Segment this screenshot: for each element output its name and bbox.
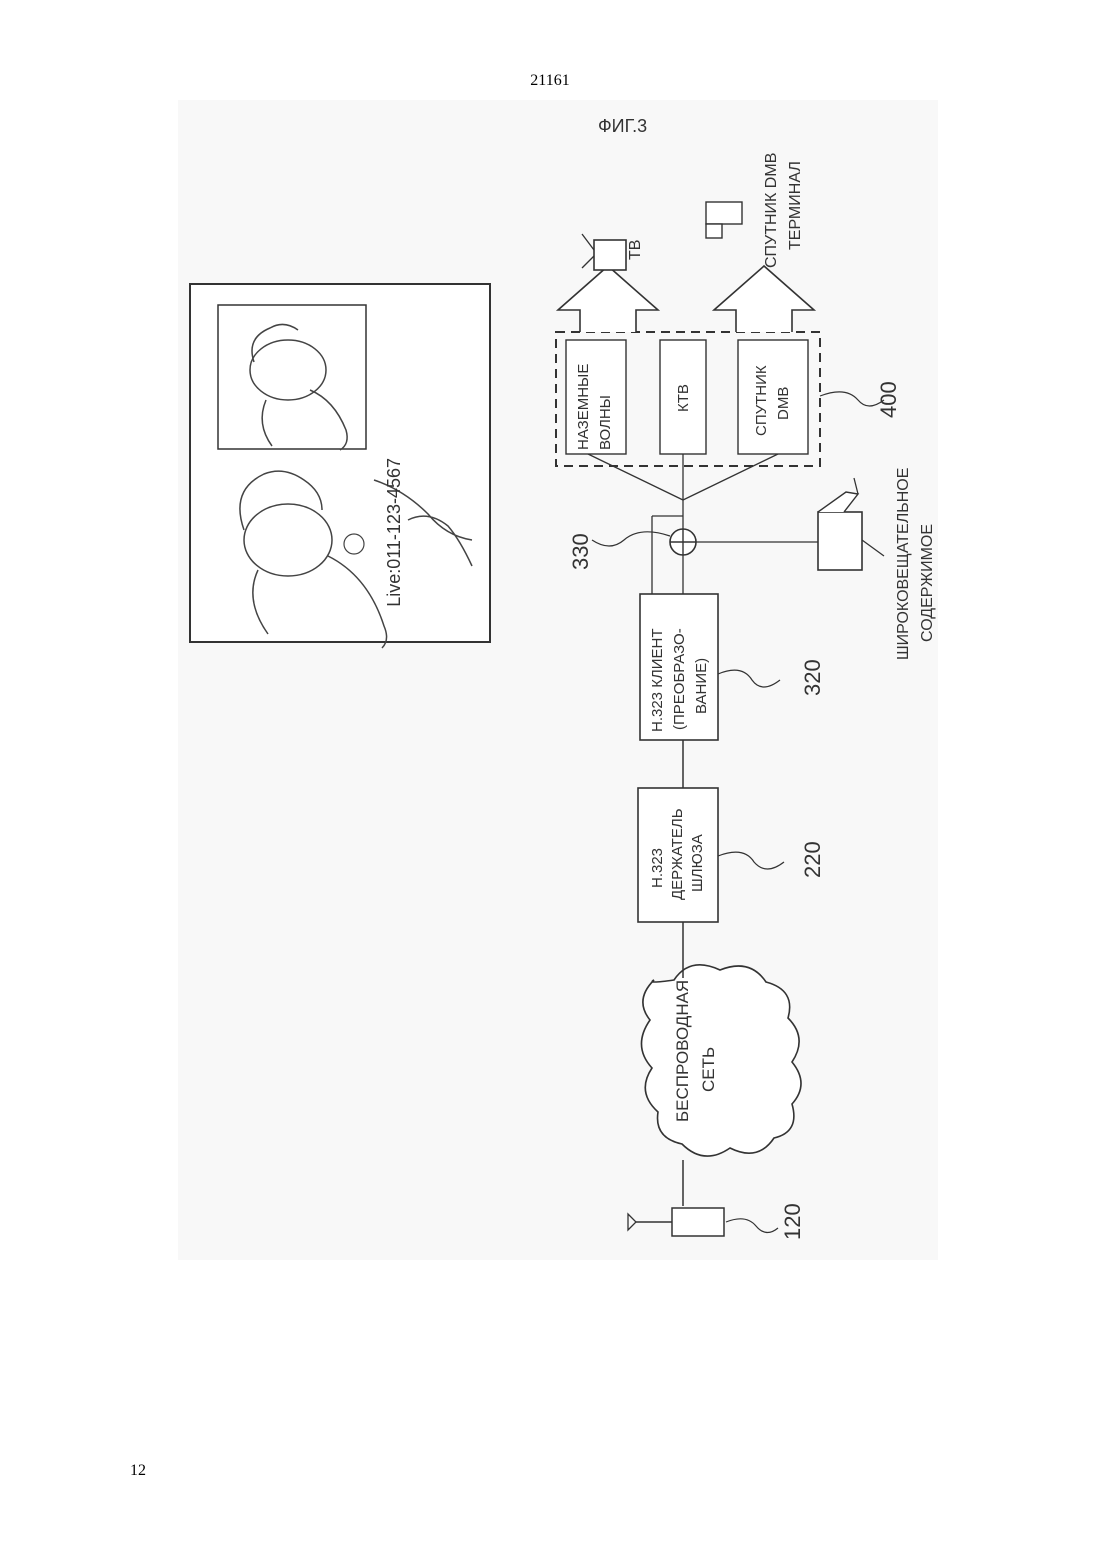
ref-400: 400 — [876, 381, 901, 418]
tv-icon: ТВ — [582, 234, 644, 270]
tv-screen-illustration: Live:011-123-4567 — [190, 284, 490, 648]
tv-label: ТВ — [627, 240, 644, 260]
live-caption: Live:011-123-4567 — [384, 458, 404, 607]
satellite-terminal-icon: СПУТНИК DMB ТЕРМИНАЛ — [706, 153, 804, 268]
broadcast-group-400: НАЗЕМНЫЕ ВОЛНЫ КТВ СПУТНИК DMB 400 — [556, 332, 901, 466]
gateway-line-1: Н.323 — [649, 848, 666, 888]
output-arrow-tv — [558, 266, 658, 332]
sat-terminal-line-1: СПУТНИК DMB — [763, 153, 780, 268]
combiner-330: 330 — [568, 529, 696, 570]
wireless-network-cloud: БЕСПРОВОДНАЯ СЕТЬ — [641, 965, 801, 1156]
h323-client-320: Н.323 КЛИЕНТ (ПРЕОБРАЗО- ВАНИЕ) 320 — [640, 594, 825, 740]
page-number: 12 — [130, 1462, 146, 1480]
ref-320: 320 — [800, 659, 825, 696]
gateway-line-2: ДЕРЖАТЕЛЬ — [669, 808, 686, 900]
terrestrial-line-2: ВОЛНЫ — [597, 395, 614, 450]
ref-220: 220 — [800, 841, 825, 878]
cloud-line-2: СЕТЬ — [699, 1047, 718, 1092]
figure-area: ФИГ.3 Live:011-123-4567 120 БЕСПРОВОДНАЯ… — [178, 100, 938, 1260]
broadcast-content-line-1: ШИРОКОВЕЩАТЕЛЬНОЕ — [895, 468, 912, 660]
gateway-line-3: ШЛЮЗА — [689, 834, 706, 892]
figure-3-diagram: ФИГ.3 Live:011-123-4567 120 БЕСПРОВОДНАЯ… — [178, 100, 938, 1260]
cloud-line-1: БЕСПРОВОДНАЯ — [673, 980, 692, 1122]
ref-120: 120 — [780, 1203, 805, 1240]
gateway-220: Н.323 ДЕРЖАТЕЛЬ ШЛЮЗА 220 — [638, 788, 825, 922]
ref-330: 330 — [568, 533, 593, 570]
broadcast-content-line-2: СОДЕРЖИМОЕ — [919, 524, 936, 642]
mobile-terminal-120: 120 — [628, 1203, 805, 1240]
satellite-box — [738, 340, 808, 454]
ktv-label: КТВ — [675, 384, 692, 412]
satellite-line-2: DMB — [775, 387, 792, 420]
page-header-number: 21161 — [0, 72, 1100, 90]
client-line-2: (ПРЕОБРАЗО- — [671, 628, 688, 730]
figure-title: ФИГ.3 — [598, 116, 647, 136]
broadcast-content-camera: ШИРОКОВЕЩАТЕЛЬНОЕ СОДЕРЖИМОЕ — [696, 468, 936, 660]
client-line-1: Н.323 КЛИЕНТ — [649, 628, 666, 732]
output-arrow-satellite — [714, 266, 814, 332]
client-line-3: ВАНИЕ) — [693, 658, 710, 714]
satellite-line-1: СПУТНИК — [753, 365, 770, 436]
terrestrial-line-1: НАЗЕМНЫЕ — [575, 364, 592, 450]
sat-terminal-line-2: ТЕРМИНАЛ — [787, 161, 804, 250]
